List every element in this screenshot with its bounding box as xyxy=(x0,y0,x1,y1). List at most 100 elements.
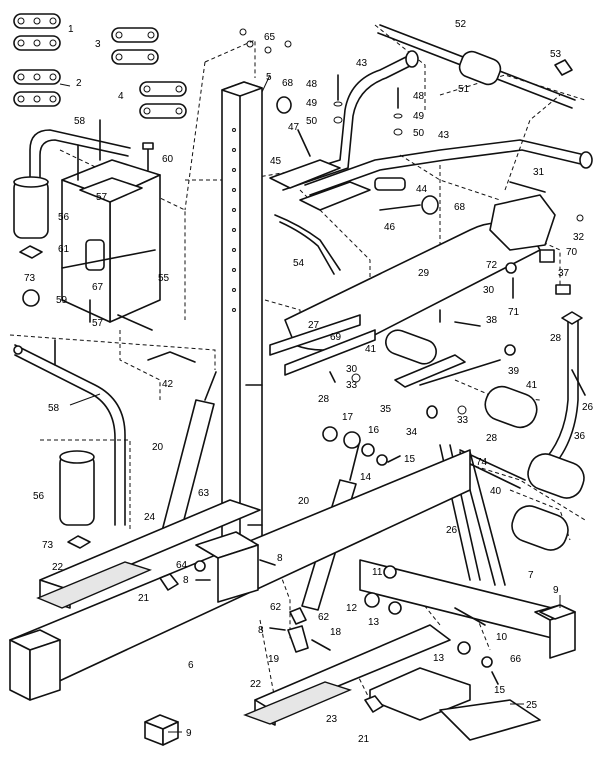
callout-68b: 68 xyxy=(454,202,466,213)
upper-arm-43-top xyxy=(274,50,419,191)
callout-57a: 57 xyxy=(96,192,108,203)
knob-59 xyxy=(22,289,40,307)
callout-20b: 20 xyxy=(298,496,310,507)
nut-50-right xyxy=(393,128,403,136)
lower-foam-roller xyxy=(59,450,95,526)
callout-2: 2 xyxy=(76,78,82,89)
roller-lower xyxy=(511,505,569,551)
callout-49b: 49 xyxy=(413,111,425,122)
bolt-18 xyxy=(311,639,331,651)
callout-20a: 20 xyxy=(152,442,164,453)
spacer-68-left xyxy=(276,96,292,114)
callout-22a: 22 xyxy=(52,562,64,573)
callout-38: 38 xyxy=(486,315,498,326)
bushing-17 xyxy=(322,426,338,442)
callout-30b: 30 xyxy=(346,364,358,375)
callout-58a: 58 xyxy=(74,116,86,127)
fastener-32 xyxy=(576,214,584,222)
callout-37: 37 xyxy=(558,268,570,279)
callout-17: 17 xyxy=(342,412,354,423)
callout-4: 4 xyxy=(118,91,124,102)
stand-25 xyxy=(369,667,541,741)
callout-labels: 1 2 3 4 5 6 7 8 8 8 9 9 10 11 12 13 13 1… xyxy=(24,19,594,745)
callout-13b: 13 xyxy=(433,653,445,664)
callout-36: 36 xyxy=(574,431,586,442)
link-plate-set-1 xyxy=(13,13,61,51)
end-cap-9-left xyxy=(144,714,179,746)
spacer-44 xyxy=(374,177,406,191)
callout-6: 6 xyxy=(188,660,194,671)
link-plate-set-2 xyxy=(13,69,61,107)
bolt-10 xyxy=(454,607,486,626)
spacer-12 xyxy=(364,592,380,608)
callout-31: 31 xyxy=(533,167,545,178)
callout-19: 19 xyxy=(268,654,280,665)
leg-26-right xyxy=(571,369,586,396)
callout-48b: 48 xyxy=(413,91,425,102)
callout-54: 54 xyxy=(293,258,305,269)
callout-64: 64 xyxy=(176,560,188,571)
bushing-13-b xyxy=(457,641,471,655)
callout-65: 65 xyxy=(264,32,276,43)
callout-16: 16 xyxy=(368,425,380,436)
washer-33b xyxy=(457,405,467,415)
roller-tube-41-upper xyxy=(385,329,437,365)
callout-33b: 33 xyxy=(457,415,469,426)
upper-arm-43-lower xyxy=(304,139,593,196)
callout-8c: 8 xyxy=(258,625,264,636)
callout-73a: 73 xyxy=(24,273,36,284)
bolt-8-b xyxy=(259,559,276,566)
arm-bracket-45 xyxy=(269,159,371,211)
roller-tube-41-lower xyxy=(484,385,538,429)
callout-30a: 30 xyxy=(483,285,495,296)
latch-21-left xyxy=(159,573,179,591)
top-roller-cap xyxy=(19,245,43,259)
callout-33a: 33 xyxy=(346,380,358,391)
callout-10: 10 xyxy=(496,632,508,643)
callout-43a: 43 xyxy=(356,58,368,69)
foot-plate-22-right xyxy=(243,681,353,725)
callout-48a: 48 xyxy=(306,79,318,90)
callout-28b: 28 xyxy=(550,333,562,344)
callout-44: 44 xyxy=(416,184,428,195)
top-leg-lever xyxy=(29,129,131,186)
callout-47: 47 xyxy=(288,122,300,133)
leader-lines xyxy=(59,74,561,733)
hardware-65 xyxy=(239,28,292,54)
callout-67: 67 xyxy=(92,282,104,293)
callout-50b: 50 xyxy=(413,128,425,139)
pin-38 xyxy=(454,321,481,327)
backrest-bracket-70 xyxy=(489,194,556,263)
callout-12: 12 xyxy=(346,603,358,614)
callout-29: 29 xyxy=(418,268,430,279)
callout-49a: 49 xyxy=(306,98,318,109)
bolt-30b xyxy=(329,371,336,383)
callout-68a: 68 xyxy=(282,78,294,89)
callout-41b: 41 xyxy=(526,380,538,391)
callout-21b: 21 xyxy=(358,734,370,745)
callout-39: 39 xyxy=(508,366,520,377)
nut-39 xyxy=(504,344,516,356)
callout-9b: 9 xyxy=(553,585,559,596)
callout-46: 46 xyxy=(384,222,396,233)
bolt-15-lower xyxy=(491,671,499,685)
callout-52: 52 xyxy=(455,19,467,30)
callout-74: 74 xyxy=(476,457,488,468)
callout-28a: 28 xyxy=(318,394,330,405)
callout-8a: 8 xyxy=(183,575,189,586)
callout-13a: 13 xyxy=(368,617,380,628)
callout-14: 14 xyxy=(360,472,372,483)
callout-22b: 22 xyxy=(250,679,262,690)
lower-leg-lever xyxy=(13,339,126,526)
callout-9a: 9 xyxy=(186,728,192,739)
callout-7: 7 xyxy=(528,570,534,581)
bracket-35 xyxy=(394,354,501,388)
callout-23: 23 xyxy=(326,714,338,725)
callout-25: 25 xyxy=(526,700,538,711)
callout-42: 42 xyxy=(162,379,174,390)
top-foam-roller xyxy=(13,176,49,239)
end-cap-9-right xyxy=(539,604,576,620)
callout-69: 69 xyxy=(330,332,342,343)
bolt-8-c xyxy=(269,627,286,631)
